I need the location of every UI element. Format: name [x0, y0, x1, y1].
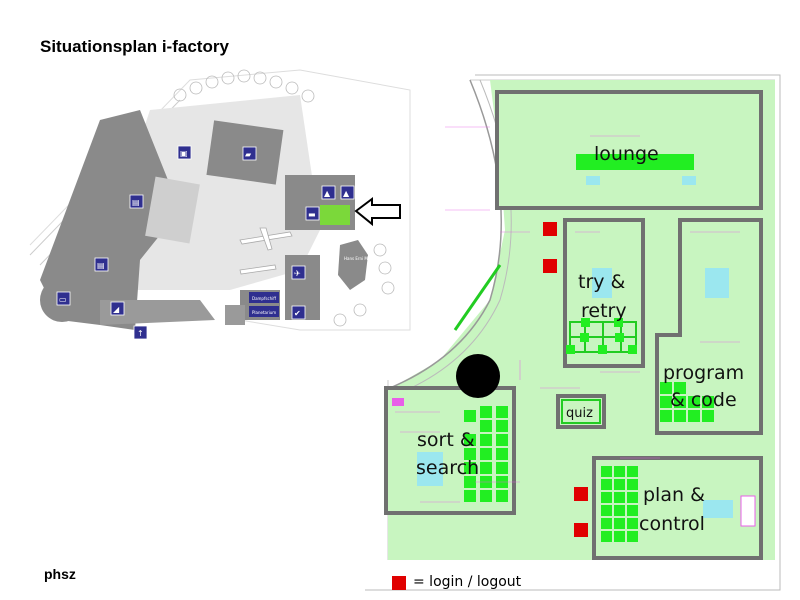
legend-login-text: = login / logout	[413, 574, 522, 590]
boat-icon	[340, 185, 355, 200]
svg-text:▭: ▭	[59, 295, 67, 304]
planetarium-sign: Planetarium	[252, 310, 276, 315]
room-plan-control-label-1: plan &	[643, 484, 705, 506]
svg-text:✔: ✔	[294, 309, 301, 318]
room-plan-control-label-2: control	[639, 513, 705, 535]
room-sort-search-label-2: search	[416, 457, 479, 479]
train-icon	[129, 194, 144, 209]
legend-login-swatch	[392, 576, 406, 590]
bus-icon	[94, 257, 109, 272]
room-program-code-label-1: program	[663, 362, 744, 384]
svg-text:▲: ▲	[324, 189, 331, 198]
building-icon	[177, 145, 192, 160]
room-lounge-label: lounge	[594, 143, 659, 165]
floor-plan: lounge try & retry program & code	[365, 74, 781, 591]
room-try-retry-label-2: retry	[581, 300, 627, 322]
museum-icon	[321, 185, 336, 200]
page-title: Situationsplan i-factory	[40, 37, 229, 56]
login-markers	[543, 222, 588, 537]
login-marker	[574, 523, 588, 537]
svg-text:▤: ▤	[97, 261, 105, 270]
room-program-code-label-2: & code	[670, 389, 737, 411]
room-sort-search-label-1: sort &	[417, 429, 475, 451]
train-small-icon	[305, 206, 320, 221]
screen-icon	[56, 291, 71, 306]
svg-text:▤: ▤	[132, 198, 140, 207]
room-try-retry-label-1: try &	[578, 271, 626, 293]
museum-label: Hans Erni Museum	[344, 256, 381, 261]
svg-text:✈: ✈	[294, 269, 301, 278]
site-icons	[56, 145, 355, 340]
svg-text:◢: ◢	[113, 305, 120, 314]
location-arrow-icon	[354, 197, 401, 227]
satellite-icon	[291, 305, 306, 320]
login-marker	[574, 487, 588, 501]
login-marker	[543, 259, 557, 273]
svg-text:▬: ▬	[308, 210, 316, 219]
svg-text:↑: ↑	[137, 329, 144, 338]
svg-text:▣: ▣	[180, 149, 188, 158]
svg-text:▰: ▰	[245, 150, 252, 159]
ship-icon	[110, 301, 125, 316]
svg-text:▲: ▲	[343, 189, 350, 198]
login-marker	[543, 222, 557, 236]
dampfschiff-sign: Dampfschiff	[252, 296, 276, 301]
airplane-icon	[291, 265, 306, 280]
up-arrow-icon	[133, 325, 148, 340]
car-icon	[242, 146, 257, 161]
author-label: phsz	[44, 566, 76, 582]
room-quiz-label: quiz	[566, 406, 593, 421]
site-map: Hans Erni Museum Dampfschiff Planetarium	[29, 69, 411, 340]
